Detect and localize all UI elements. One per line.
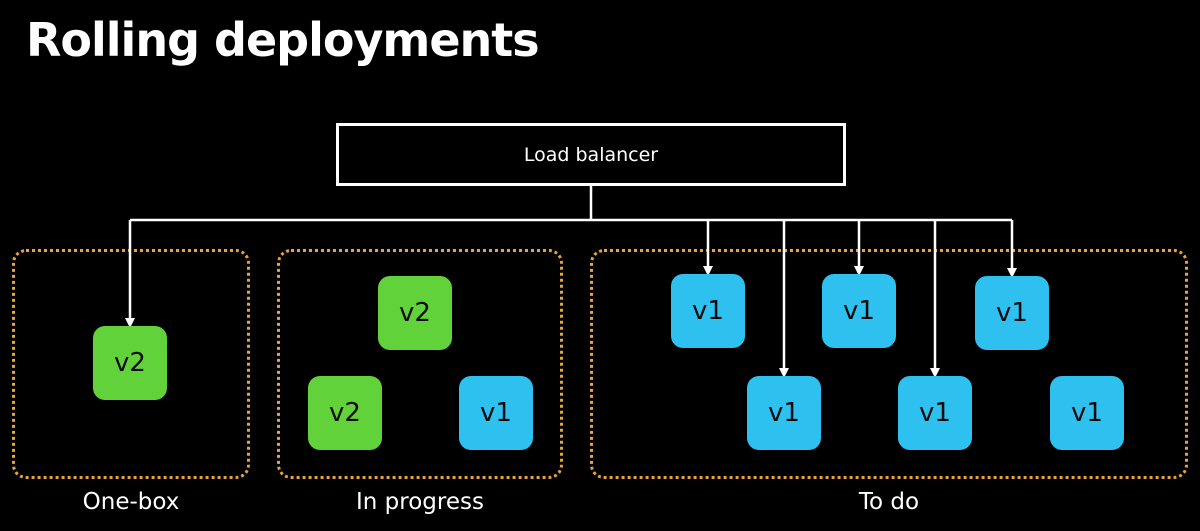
page-title: Rolling deployments bbox=[26, 13, 540, 67]
instance-inprogress-v1: v1 bbox=[459, 376, 533, 450]
group-label-one-box: One-box bbox=[82, 489, 180, 515]
instance-todo-v1-5: v1 bbox=[898, 376, 972, 450]
instance-version: v2 bbox=[329, 398, 361, 428]
instance-version: v2 bbox=[114, 348, 146, 378]
group-label-to-do: To do bbox=[858, 489, 920, 515]
instance-version: v1 bbox=[768, 398, 800, 428]
group-to-do bbox=[590, 249, 1188, 479]
instance-version: v1 bbox=[1071, 398, 1103, 428]
instance-todo-v1-1: v1 bbox=[671, 274, 745, 348]
instance-todo-v1-6: v1 bbox=[1050, 376, 1124, 450]
instance-inprogress-v2-bottom: v2 bbox=[308, 376, 382, 450]
load-balancer: Load balancer bbox=[336, 123, 846, 186]
instance-todo-v1-2: v1 bbox=[822, 274, 896, 348]
load-balancer-label: Load balancer bbox=[523, 143, 659, 166]
group-in-progress bbox=[277, 249, 563, 479]
instance-todo-v1-3: v1 bbox=[975, 276, 1049, 350]
instance-onebox-v2: v2 bbox=[93, 326, 167, 400]
group-label-in-progress: In progress bbox=[356, 489, 484, 515]
instance-version: v1 bbox=[843, 296, 875, 326]
instance-version: v1 bbox=[692, 296, 724, 326]
instance-version: v1 bbox=[919, 398, 951, 428]
instance-version: v1 bbox=[480, 398, 512, 428]
instance-todo-v1-4: v1 bbox=[747, 376, 821, 450]
instance-inprogress-v2-top: v2 bbox=[378, 276, 452, 350]
instance-version: v2 bbox=[399, 298, 431, 328]
instance-version: v1 bbox=[996, 298, 1028, 328]
